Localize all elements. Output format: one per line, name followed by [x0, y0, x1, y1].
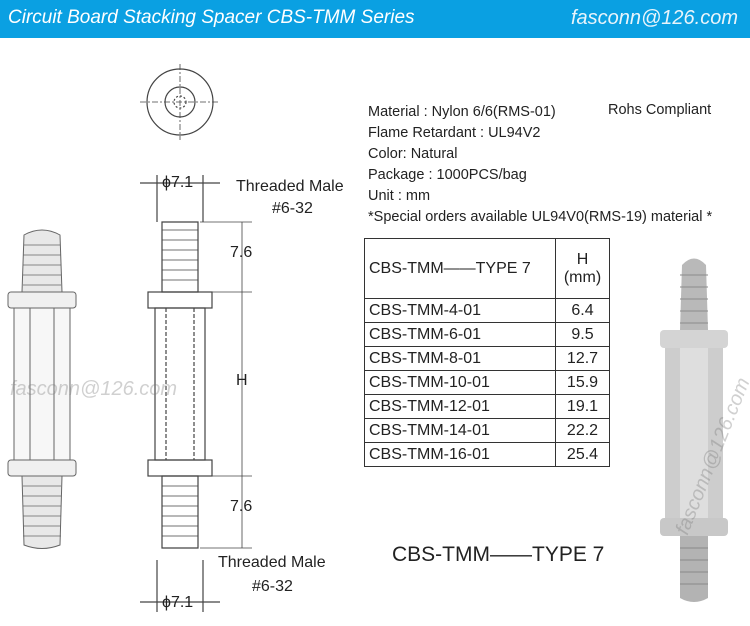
spec-package: Package : 1000PCS/bag [368, 167, 527, 183]
header-bar: Circuit Board Stacking Spacer CBS-TMM Se… [0, 0, 750, 38]
side-view-drawing [140, 175, 252, 612]
h-header-label: H [576, 250, 589, 268]
top-view-drawing [140, 64, 220, 140]
h-value: 9.5 [555, 322, 610, 347]
rohs-label: Rohs Compliant [608, 102, 712, 118]
h-value: 15.9 [555, 370, 610, 395]
thread-bottom-label: Threaded Male [218, 554, 326, 571]
h-value: 25.4 [555, 442, 610, 467]
dim-h-label: H [236, 372, 248, 389]
part-number: CBS-TMM-14-01 [364, 418, 556, 443]
h-header: H(mm) [555, 238, 610, 299]
h-value: 12.7 [555, 346, 610, 371]
diameter-bottom-label: ϕ7.1 [162, 594, 194, 611]
dim-top-label: 7.6 [230, 244, 253, 261]
h-value: 19.1 [555, 394, 610, 419]
dim-bottom-label: 7.6 [230, 498, 253, 515]
spec-material: Material : Nylon 6/6(RMS-01) [368, 104, 556, 120]
spacer-3d-left [7, 229, 77, 549]
type-caption: CBS-TMM——TYPE 7 [392, 543, 605, 566]
spec-unit: Unit : mm [368, 188, 431, 204]
thread-top-label: Threaded Male [236, 178, 344, 195]
contact-email: fasconn@126.com [570, 7, 738, 29]
part-number: CBS-TMM-8-01 [364, 346, 556, 371]
watermark-left: fasconn@126.com [10, 378, 178, 400]
part-number: CBS-TMM-10-01 [364, 370, 556, 395]
diameter-top-label: ϕ7.1 [162, 174, 194, 191]
table-header-row: CBS-TMM——TYPE 7 H(mm) [364, 238, 610, 299]
h-value: 22.2 [555, 418, 610, 443]
thread-top-size: #6-32 [272, 200, 313, 217]
page-title: Circuit Board Stacking Spacer CBS-TMM Se… [8, 7, 415, 28]
part-number: CBS-TMM-6-01 [364, 322, 556, 347]
spacer-photo-right [660, 258, 728, 602]
part-number: CBS-TMM-12-01 [364, 394, 556, 419]
h-header-unit: (mm) [563, 268, 602, 286]
type-header: CBS-TMM——TYPE 7 [364, 238, 556, 299]
spec-list: Material : Nylon 6/6(RMS-01) Flame Retar… [368, 102, 712, 228]
h-value: 6.4 [555, 298, 610, 323]
part-number: CBS-TMM-16-01 [364, 442, 556, 467]
thread-bottom-size: #6-32 [252, 578, 293, 595]
spec-special: *Special orders available UL94V0(RMS-19)… [368, 209, 713, 225]
spec-flame: Flame Retardant : UL94V2 [368, 125, 541, 141]
part-number: CBS-TMM-4-01 [364, 298, 556, 323]
spec-color: Color: Natural [368, 146, 458, 162]
